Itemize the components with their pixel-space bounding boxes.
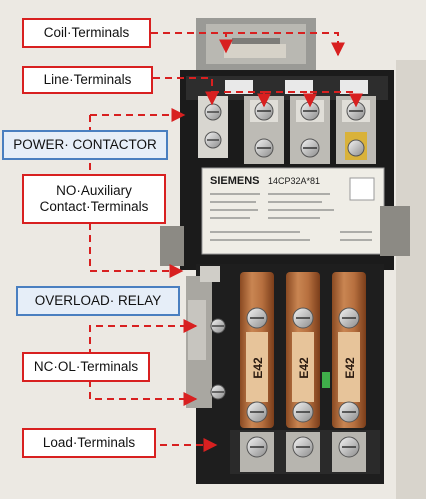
line-terminal-1 xyxy=(244,96,284,164)
arrow-nc-ol-bottom xyxy=(89,380,198,406)
label-line-terminals-text: Line·Terminals xyxy=(43,72,132,87)
line-terminal-3 xyxy=(336,96,376,164)
label-no-auxiliary-line1: NO·Auxiliary xyxy=(56,183,132,198)
nameplate-model: 14CP32A*81 xyxy=(268,176,320,186)
heater-strap-3 xyxy=(332,272,366,428)
label-power-contactor: POWER· CONTACTOR xyxy=(2,130,168,160)
load-terminals xyxy=(230,430,380,474)
label-overload-relay: OVERLOAD· RELAY xyxy=(16,286,180,316)
heater-strap-1 xyxy=(240,272,274,428)
arrow-coil-right xyxy=(226,32,345,57)
label-overload-relay-text: OVERLOAD· RELAY xyxy=(34,293,162,308)
line-terminal-2 xyxy=(290,96,330,164)
label-load-terminals-text: Load·Terminals xyxy=(42,435,136,450)
side-shadow xyxy=(396,60,426,499)
label-coil-terminals: Coil·Terminals xyxy=(22,18,151,48)
nameplate-brand: SIEMENS xyxy=(210,175,260,187)
heater-label-3: E42 xyxy=(343,357,357,379)
heater-label-2: E42 xyxy=(297,357,311,379)
label-line-terminals: Line·Terminals xyxy=(22,66,153,94)
reset-button xyxy=(322,372,330,388)
label-no-auxiliary: NO·Auxiliary Contact·Terminals xyxy=(22,174,166,224)
label-load-terminals: Load·Terminals xyxy=(22,428,156,458)
heater-label-1: E42 xyxy=(251,357,265,379)
arrow-no-aux xyxy=(89,115,184,278)
label-power-contactor-text: POWER· CONTACTOR xyxy=(13,137,157,152)
label-nc-ol-terminals: NC·OL·Terminals xyxy=(22,352,150,382)
heater-strap-2 xyxy=(286,272,320,428)
label-no-auxiliary-line2: Contact·Terminals xyxy=(39,199,149,214)
arrow-line-left xyxy=(153,77,219,106)
arrow-line-2 xyxy=(264,91,317,108)
arrow-line-3 xyxy=(310,91,363,108)
label-coil-terminals-text: Coil·Terminals xyxy=(43,25,130,40)
label-nc-ol-terminals-text: NC·OL·Terminals xyxy=(33,359,139,374)
